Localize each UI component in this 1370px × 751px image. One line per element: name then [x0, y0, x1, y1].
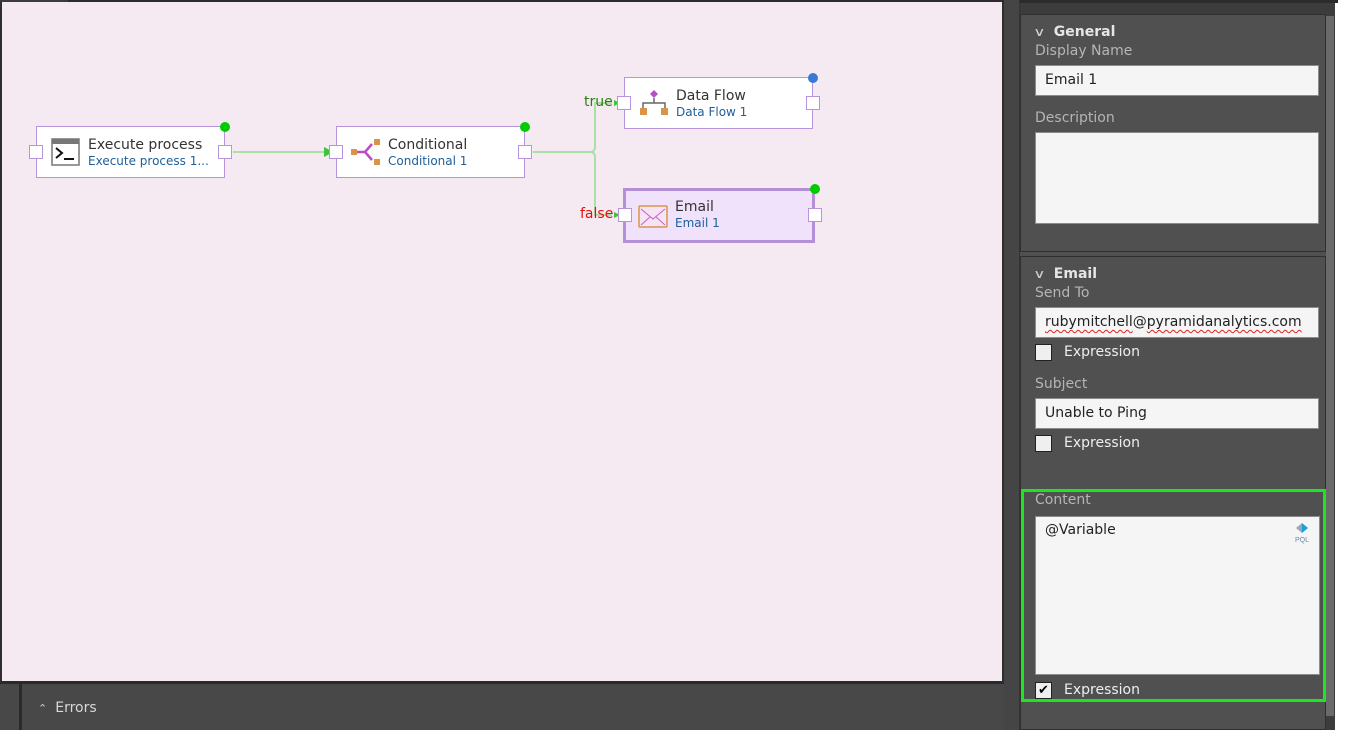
input-port[interactable]: [617, 96, 631, 110]
send-to-input[interactable]: rubymitchell@pyramidanalytics.com: [1035, 307, 1319, 338]
checkbox-unchecked[interactable]: [1035, 343, 1052, 361]
node-email[interactable]: Email Email 1: [618, 184, 822, 243]
link-arrow: [324, 147, 333, 157]
link-arrow: [614, 212, 620, 218]
chevron-up-icon: ⌃: [38, 701, 48, 715]
errors-label: Errors: [55, 700, 97, 716]
content-textarea[interactable]: @Variable PQL: [1035, 516, 1320, 675]
display-name-input[interactable]: Email 1: [1035, 65, 1319, 96]
subject-expression-checkbox[interactable]: Expression: [1021, 429, 1325, 457]
description-textarea[interactable]: [1035, 132, 1319, 224]
checkbox-checked[interactable]: ✔: [1035, 681, 1052, 699]
chevron-down-icon: ∨: [1033, 25, 1046, 39]
connection-lines: [233, 100, 620, 218]
output-port[interactable]: [808, 208, 822, 222]
checkbox-label: Expression: [1064, 682, 1140, 698]
output-port[interactable]: [518, 145, 532, 159]
input-port[interactable]: [618, 208, 632, 222]
link-false-branch: [589, 151, 612, 216]
node-execute-process[interactable]: Execute process Execute process 1...: [29, 122, 232, 178]
content-value: @Variable: [1045, 522, 1116, 538]
content-expression-checkbox[interactable]: ✔ Expression: [1024, 676, 1140, 704]
true-branch-label: true: [584, 94, 613, 110]
top-border: [68, 0, 1338, 3]
pql-badge: PQL: [1295, 537, 1309, 544]
general-section: ∨ General Display Name Email 1 Descripti…: [1020, 14, 1326, 252]
content-highlight: Content @Variable PQL ✔ Expression: [1021, 489, 1326, 702]
section-title: General: [1053, 24, 1116, 40]
node-title: Email: [675, 199, 714, 215]
errors-panel-toggle[interactable]: ⌃ Errors: [38, 700, 97, 716]
content-label: Content: [1035, 492, 1091, 508]
node-subtitle: Execute process 1...: [88, 154, 209, 168]
node-conditional[interactable]: Conditional Conditional 1: [329, 122, 532, 178]
false-branch-label: false: [580, 206, 614, 222]
node-subtitle: Email 1: [675, 216, 720, 230]
check-icon: ✔: [1038, 682, 1049, 698]
node-title: Conditional: [388, 137, 468, 153]
status-dot-success: [810, 184, 820, 194]
send-to-at: @: [1132, 314, 1147, 330]
terminal-icon: [51, 138, 80, 166]
subject-label: Subject: [1035, 376, 1088, 392]
send-to-user: rubymitchell: [1045, 314, 1133, 330]
status-dot-pending: [808, 73, 818, 83]
checkbox-unchecked[interactable]: [1035, 434, 1052, 452]
output-port[interactable]: [218, 145, 232, 159]
send-to-label: Send To: [1035, 285, 1090, 301]
subject-input[interactable]: Unable to Ping: [1035, 398, 1319, 429]
node-title: Execute process: [88, 137, 203, 153]
pql-icon[interactable]: PQL: [1293, 522, 1311, 544]
node-subtitle: Data Flow 1: [676, 105, 748, 119]
send-to-expression-checkbox[interactable]: Expression: [1021, 338, 1325, 366]
hierarchy-icon: [640, 90, 668, 115]
bottom-panel: ⌃ Errors: [0, 684, 1004, 730]
link-true-branch: [533, 102, 612, 153]
branch-icon: [351, 139, 380, 165]
workflow-canvas[interactable]: true false Execute process Execute proce…: [0, 2, 1004, 684]
output-port[interactable]: [806, 96, 820, 110]
description-label: Description: [1035, 110, 1115, 126]
status-dot-success: [220, 122, 230, 132]
send-to-domain: pyramidanalytics.com: [1146, 314, 1302, 330]
checkbox-label: Expression: [1064, 344, 1140, 360]
input-port[interactable]: [29, 145, 43, 159]
node-title: Data Flow: [676, 88, 746, 104]
divider: [19, 684, 22, 730]
node-subtitle: Conditional 1: [388, 154, 468, 168]
node-data-flow[interactable]: Data Flow Data Flow 1: [617, 73, 820, 129]
properties-scrollbar[interactable]: [1326, 16, 1334, 716]
panel-splitter[interactable]: [1004, 0, 1020, 730]
input-port[interactable]: [329, 145, 343, 159]
chevron-down-icon: ∨: [1033, 267, 1046, 281]
section-title: Email: [1053, 266, 1097, 282]
envelope-icon: [638, 205, 668, 228]
email-section-header[interactable]: ∨ Email: [1021, 257, 1325, 291]
checkbox-label: Expression: [1064, 435, 1140, 451]
display-name-label: Display Name: [1035, 43, 1133, 59]
general-section-header[interactable]: ∨ General: [1021, 15, 1325, 49]
status-dot-success: [520, 122, 530, 132]
